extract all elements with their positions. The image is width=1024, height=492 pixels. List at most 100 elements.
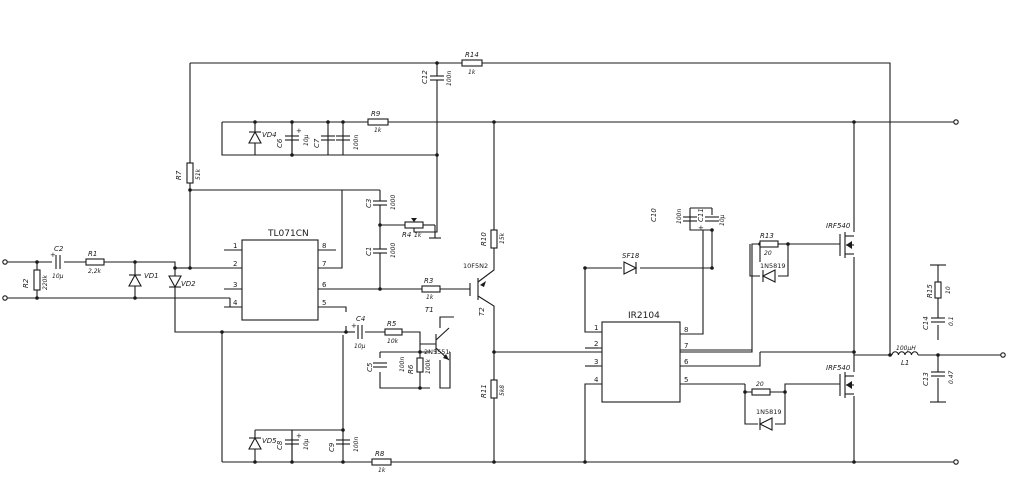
driver-name: IR2104 [628, 311, 660, 321]
c10-value: 100n [676, 209, 683, 224]
diode-1n5819-bottom: 1N5819 [756, 408, 782, 431]
r14-ref: R14 [465, 51, 479, 59]
driver-pin-2: 2 [594, 340, 598, 348]
svg-text:+: + [351, 322, 357, 330]
r5-value: 10k [387, 338, 399, 345]
opamp-pin-7: 7 [322, 260, 326, 268]
r6-value: 100k [425, 359, 432, 374]
r9-value: 1k [374, 127, 382, 134]
l1-ref: L1 [901, 359, 909, 367]
c10-ref: C10 [650, 208, 658, 222]
resistor-r6: R6 100k [407, 357, 432, 374]
vd1-ref: VD1 [144, 272, 159, 280]
capacitor-c13: C13 0.47 [922, 370, 955, 386]
c5-ref: C5 [366, 362, 374, 372]
diode-sf18: SF18 [622, 252, 640, 275]
resistors: R1 2,2k R2 220k R7 51k R14 1k R9 1k [22, 51, 952, 474]
mosfet-top-type: IRF540 [826, 222, 851, 230]
resistor-r12: 20 [751, 381, 771, 396]
resistor-r15: R15 10 [926, 281, 952, 299]
driver-pin-5: 5 [684, 376, 688, 384]
diode-1n5819-top: 1N5819 [760, 262, 786, 283]
c13-value: 0.47 [948, 370, 955, 384]
terminals [2, 119, 1006, 465]
vd2-ref: VD2 [181, 280, 196, 288]
mosfet-bottom: IRF540 [826, 364, 854, 398]
resistor-r7: R7 51k [175, 162, 202, 184]
c6-value: 10µ [303, 134, 310, 146]
resistor-r5: R5 10k [384, 320, 403, 345]
svg-text:+: + [296, 127, 302, 135]
c7-ref: C7 [313, 138, 321, 148]
junctions [35, 61, 940, 464]
r1-value: 2,2k [88, 268, 102, 275]
c13-ref: C13 [922, 372, 930, 386]
r7-ref: R7 [175, 170, 183, 180]
resistor-r14: R14 1k [461, 51, 483, 76]
transistor-t1: T1 2N5551 [424, 306, 450, 361]
diode-vd1: VD1 [128, 272, 159, 287]
inductor-l1: 100µH L1 [891, 345, 919, 367]
r10-ref: R10 [480, 232, 488, 246]
c12-value: 100n [446, 71, 453, 86]
vd5-ref: VD5 [262, 437, 277, 445]
r11-ref: R11 [480, 384, 488, 398]
r13-ref: R13 [760, 232, 774, 240]
r2-ref: R2 [22, 278, 30, 288]
t1-ref: T1 [425, 306, 434, 314]
resistor-r9: R9 1k [367, 110, 389, 134]
diodes: VD1 VD2 VD4 VD5 SF18 1N58 [128, 130, 786, 450]
diode-vd2: VD2 [168, 275, 196, 289]
r4-ref: R4 [402, 231, 411, 239]
opamp-name: TL071CN [267, 229, 309, 239]
transistor-t2: T2 10F5N2 [463, 262, 488, 316]
resistor-r2: R2 220k [22, 269, 49, 291]
driver-pin-7: 7 [684, 342, 688, 350]
driver-pin-3: 3 [594, 358, 598, 366]
opamp-pin-6: 6 [322, 281, 327, 289]
r1-ref: R1 [88, 250, 97, 258]
c11-ref: C11 [697, 208, 705, 222]
c12-ref: C12 [421, 70, 429, 84]
driver-pin-1: 1 [594, 324, 598, 332]
r15-value: 10 [945, 286, 952, 294]
c9-value: 100n [353, 437, 360, 452]
mosfet-bottom-type: IRF540 [826, 364, 851, 372]
svg-text:+: + [296, 432, 302, 440]
c5-value: 100n [353, 135, 360, 150]
r8-value: 1k [378, 467, 386, 474]
capacitor-c11: + C11 10µ [697, 208, 726, 232]
capacitor-c14: C14 0.1 [922, 316, 955, 330]
resistor-r8: R8 1k [371, 450, 392, 474]
r15-ref: R15 [926, 284, 934, 298]
svg-text:+: + [698, 224, 704, 232]
c3-value: 1000 [390, 195, 397, 210]
c14-value: 0.1 [948, 316, 955, 326]
r9-ref: R9 [371, 110, 381, 118]
r3-value: 1k [426, 294, 434, 301]
driver-pin-6: 6 [684, 358, 689, 366]
capacitor-c5-t1: C5 100n [366, 357, 406, 372]
c8-ref: C8 [276, 440, 284, 450]
resistor-r4: R4 1k [402, 218, 424, 239]
r2-value: 220k [42, 275, 49, 290]
opamp-pin-3: 3 [233, 281, 237, 289]
diode-vd4: VD4 [248, 130, 277, 144]
diode-vd5: VD5 [248, 436, 277, 450]
r3-ref: R3 [424, 277, 433, 285]
driver-pin-4: 4 [594, 376, 599, 384]
opamp-pin-8: 8 [322, 242, 326, 250]
c1-ref: C1 [365, 247, 373, 256]
capacitors: + C2 10µ + C6 10µ C7 100n C12 100n [50, 70, 955, 462]
c2-ref: C2 [54, 245, 64, 253]
r6-ref: R6 [407, 364, 415, 374]
capacitor-c2: + C2 10µ [50, 245, 64, 280]
d2-ref: 1N5819 [756, 408, 782, 416]
capacitor-c7: C7 [313, 135, 335, 148]
c14-ref: C14 [922, 316, 930, 330]
driver-ic: IR2104 1 2 3 4 8 7 6 5 [585, 311, 700, 403]
r7-value: 51k [195, 168, 202, 180]
capacitor-c6: + C6 10µ [276, 122, 310, 155]
r10-value: 15k [499, 232, 506, 244]
opamp-pin-1: 1 [233, 242, 237, 250]
